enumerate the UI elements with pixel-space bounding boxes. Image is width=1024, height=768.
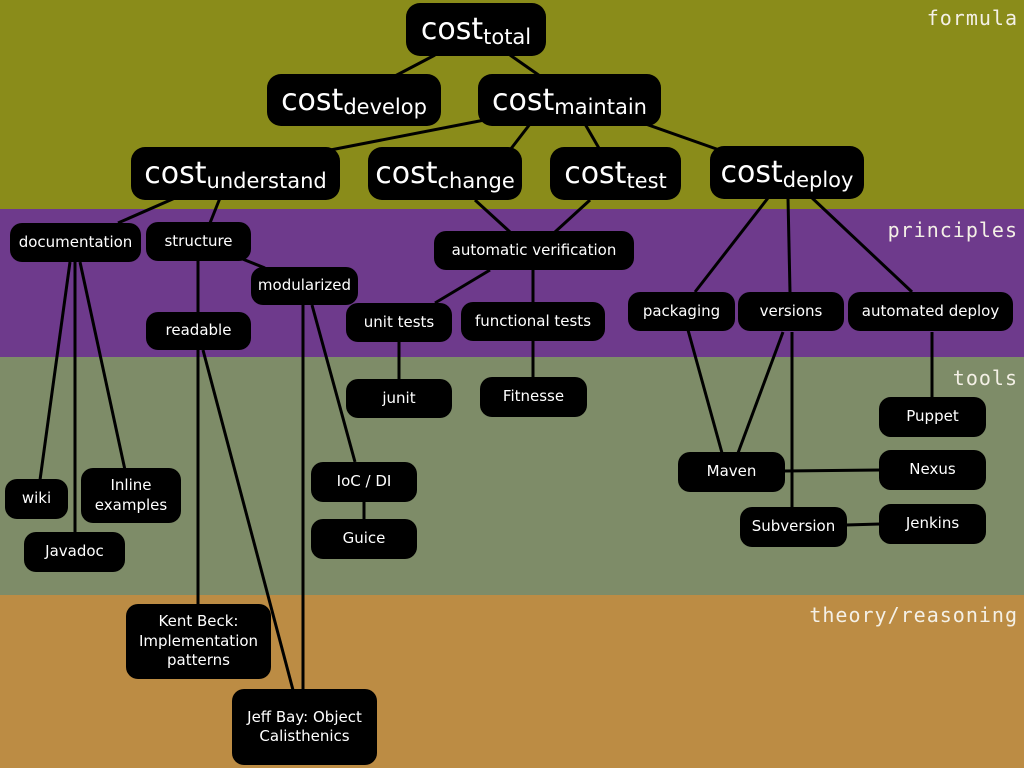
edge-deploy-versions [786,197,792,293]
principles-band-label: principles [887,218,1018,242]
cost-subscript-text: test [626,168,667,193]
cost-base-text: cost [281,82,344,118]
node-readable: readable [146,312,251,350]
edge-understand-structure [208,197,222,224]
tools-band-label: tools [952,366,1018,390]
node-kent-beck: Kent Beck: Implementation patterns [126,604,271,679]
node-automatic-verification: automatic verification [434,231,634,270]
cost-base-text: cost [375,156,438,191]
node-maven: Maven [678,452,785,492]
node-packaging: packaging [628,292,735,331]
node-javadoc: Javadoc [24,532,125,572]
edge-test-verification [553,198,592,234]
node-versions: versions [738,292,844,331]
node-unit-tests: unit tests [346,303,452,342]
node-jenkins: Jenkins [879,504,986,544]
edge-documentation-wiki [38,261,72,481]
edge-deploy-automated [808,194,914,294]
node-subversion: Subversion [740,507,847,547]
edge-subversion-jenkins [845,522,881,527]
edge-modularized-iocdi [310,304,357,463]
edge-verification-unittests [434,268,491,305]
edge-maven-nexus [783,468,881,473]
formula-band-label: formula [926,6,1018,30]
edge-maintain-change [508,123,532,151]
edge-versions-maven [736,331,785,454]
cost-base-text: cost [564,156,627,191]
edge-documentation-inline [78,261,127,471]
node-guice: Guice [311,519,417,559]
cost-subscript-text: change [437,168,515,193]
node-functional-tests: functional tests [461,302,605,341]
theory-band-label: theory/reasoning [809,603,1018,627]
node-nexus: Nexus [879,450,986,490]
edge-total-maintain [509,53,541,78]
cost-base-text: cost [492,82,555,118]
cost-subscript-text: develop [343,95,427,120]
node-inline-examples: Inline examples [81,468,181,523]
cost-base-text: cost [720,155,783,190]
cost-subscript-text: maintain [554,95,647,120]
node-fitnesse: Fitnesse [480,377,587,417]
cost-base-text: cost [420,12,484,47]
node-ioc-di: IoC / DI [311,462,417,502]
edge-total-develop [394,53,436,78]
node-puppet: Puppet [879,397,986,437]
node-wiki: wiki [5,479,68,519]
cost-subscript-text: deploy [782,167,854,192]
node-documentation: documentation [10,223,141,262]
cost-subscript-text: total [483,24,532,49]
edge-deploy-packaging [693,197,770,293]
node-junit: junit [346,379,452,418]
edge-maintain-understand [319,115,501,154]
edge-maintain-test [583,123,602,151]
cost-base-text: cost [144,156,207,191]
edge-change-verification [473,198,512,234]
edge-maintain-deploy [639,120,726,154]
edge-packaging-maven [686,329,724,454]
edge-understand-documentation [117,196,176,225]
node-jeff-bay: Jeff Bay: Object Calisthenics [232,689,377,765]
node-automated-deploy: automated deploy [848,292,1013,331]
edge-readable-jeffbay [201,349,295,691]
node-modularized: modularized [251,267,358,305]
node-structure: structure [146,222,251,261]
cost-subscript-text: understand [206,168,327,193]
